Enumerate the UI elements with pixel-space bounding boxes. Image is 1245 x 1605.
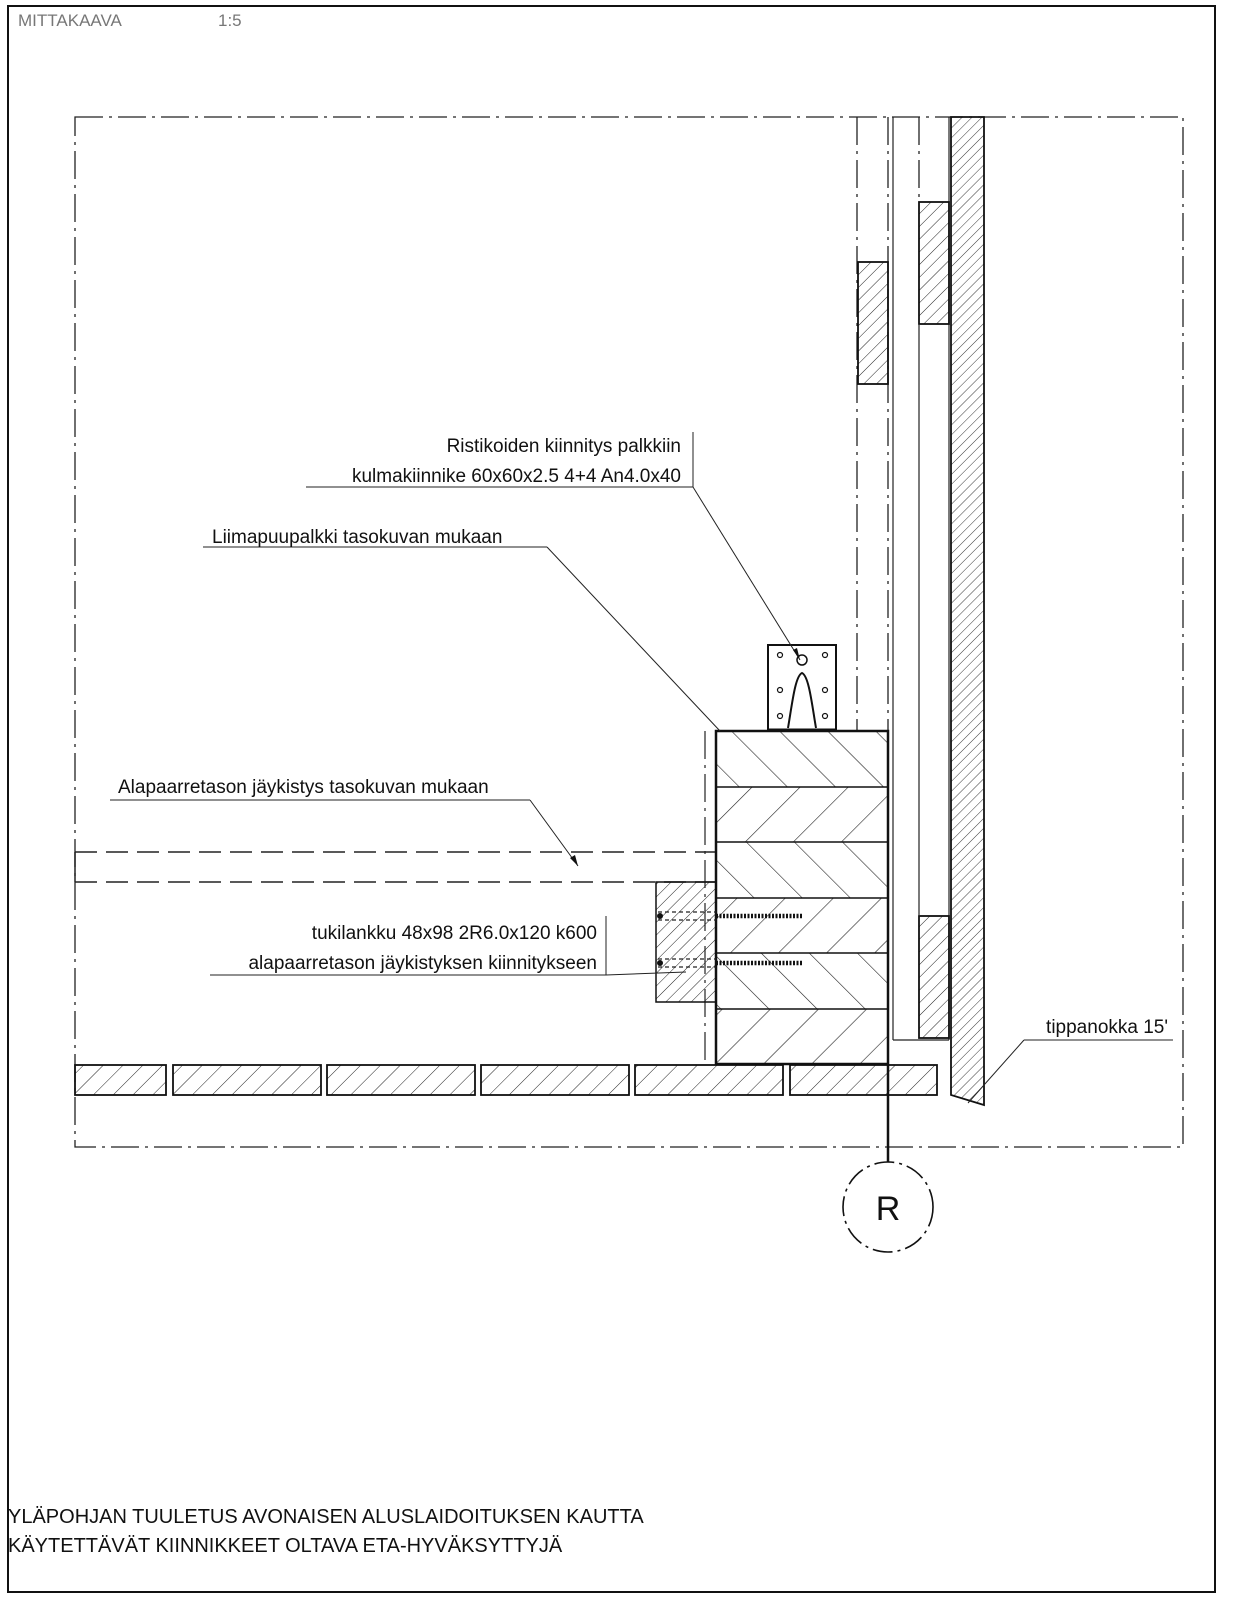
grid-marker-circle bbox=[842, 1161, 934, 1253]
detail-boundary bbox=[74, 116, 1184, 1148]
footer-line2: KÄYTETTÄVÄT KIINNIKKEET OLTAVA ETA-HYVÄK… bbox=[8, 1535, 563, 1557]
grid-marker-label: R bbox=[876, 1190, 901, 1228]
label-bracket-line2: kulmakiinnike 60x60x2.5 4+4 An4.0x40 bbox=[352, 466, 681, 487]
batten-lower bbox=[918, 915, 950, 1039]
label-plank-line2: alapaarretason jäykistyksen kiinnityksee… bbox=[248, 953, 597, 974]
label-beam: Liimapuupalkki tasokuvan mukaan bbox=[212, 527, 502, 548]
support-plank bbox=[655, 881, 717, 1003]
soffit-boards bbox=[74, 1064, 938, 1096]
footer-line1: YLÄPOHJAN TUULETUS AVONAISEN ALUSLAIDOIT… bbox=[8, 1506, 644, 1528]
leader-lines bbox=[110, 432, 1173, 1104]
truss-member bbox=[857, 261, 889, 385]
angle-bracket bbox=[767, 644, 837, 732]
scale-value: 1:5 bbox=[218, 11, 242, 30]
label-drip: tippanokka 15' bbox=[1046, 1017, 1168, 1038]
cladding-board bbox=[950, 116, 985, 1107]
label-bracing: Alapaarretason jäykistys tasokuvan mukaa… bbox=[118, 777, 489, 798]
label-bracket-line1: Ristikoiden kiinnitys palkkiin bbox=[447, 436, 681, 457]
sheet-border bbox=[7, 5, 1216, 1593]
bracing-dashed bbox=[74, 851, 716, 883]
scale-label: MITTAKAAVA bbox=[18, 11, 123, 30]
batten-upper bbox=[918, 201, 950, 325]
leader-arrows bbox=[570, 648, 800, 866]
screws bbox=[657, 911, 802, 968]
glulam-beam bbox=[714, 729, 890, 1066]
label-plank-line1: tukilankku 48x98 2R6.0x120 k600 bbox=[312, 923, 597, 944]
